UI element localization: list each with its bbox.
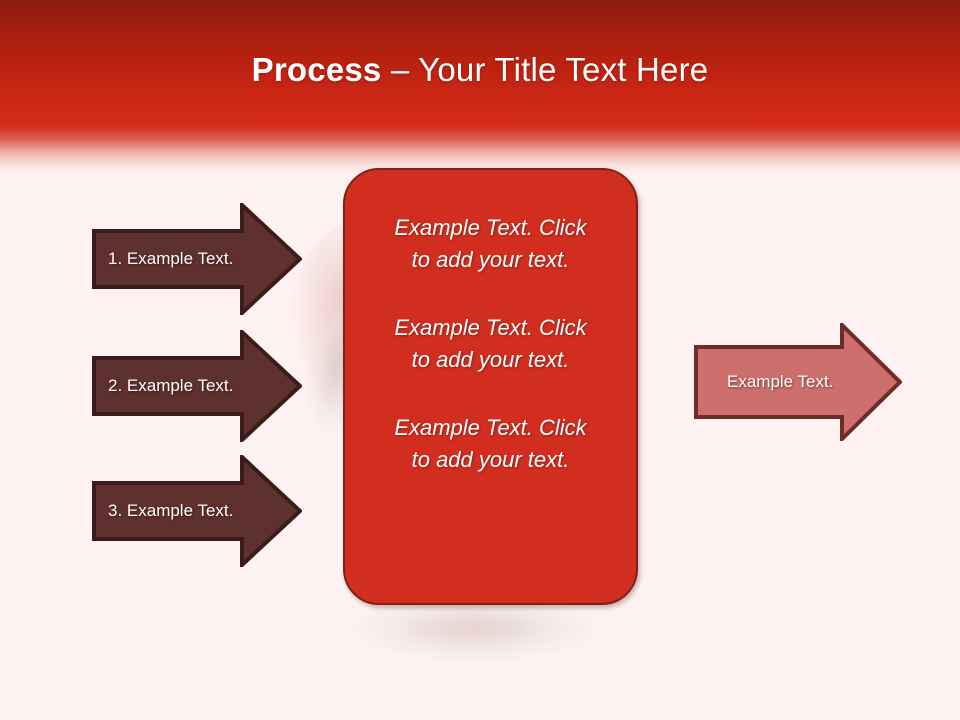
input-arrow-1[interactable]: 1. Example Text. bbox=[92, 203, 302, 315]
background-watermark-lower bbox=[345, 600, 615, 680]
arrow-right-icon bbox=[92, 330, 302, 442]
center-box-text-block-1: Example Text. Click to add your text. bbox=[394, 215, 587, 272]
center-box-text-block-3: Example Text. Click to add your text. bbox=[394, 415, 587, 472]
input-arrow-2[interactable]: 2. Example Text. bbox=[92, 330, 302, 442]
input-arrow-1-label: 1. Example Text. bbox=[108, 249, 234, 268]
arrow-right-icon bbox=[92, 455, 302, 567]
page-title: Process – Your Title Text Here bbox=[0, 50, 960, 90]
page-title-rest: – Your Title Text Here bbox=[390, 51, 709, 88]
output-arrow[interactable]: Example Text. bbox=[694, 323, 902, 441]
output-arrow-label: Example Text. bbox=[727, 372, 834, 391]
center-box-text-block-2: Example Text. Click to add your text. bbox=[394, 315, 587, 372]
arrow-right-icon bbox=[92, 203, 302, 315]
arrow-right-icon bbox=[694, 323, 902, 441]
process-center-box[interactable]: Example Text. Click to add your text. Ex… bbox=[343, 168, 638, 605]
background-watermark-lower-secondary bbox=[400, 612, 550, 656]
input-arrow-3[interactable]: 3. Example Text. bbox=[92, 455, 302, 567]
page-title-bold-part: Process bbox=[251, 51, 391, 88]
header-band bbox=[0, 0, 960, 182]
input-arrow-2-label: 2. Example Text. bbox=[108, 376, 234, 395]
input-arrow-3-label: 3. Example Text. bbox=[108, 501, 234, 520]
